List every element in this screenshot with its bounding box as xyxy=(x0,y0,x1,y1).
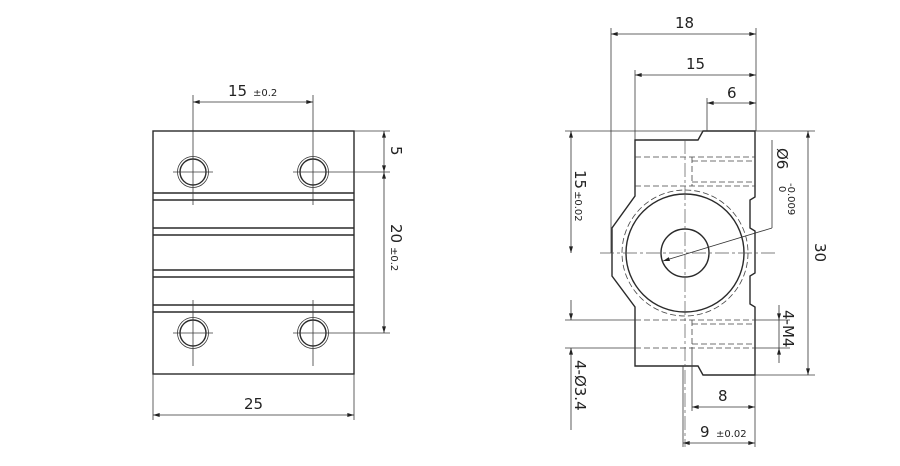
mounting-holes xyxy=(173,95,390,366)
hole xyxy=(293,300,390,366)
dim-label: 15 xyxy=(686,55,705,73)
side-view: 18 15 6 15 ±0.02 30 Ø6 0 -0.009 xyxy=(565,14,829,447)
dim-overall-height: 30 xyxy=(806,131,829,375)
dim-overall-width: 18 xyxy=(611,14,756,36)
dim-label: 5 xyxy=(387,146,405,156)
hidden-lines xyxy=(635,156,755,349)
dim-label: 4-M4 xyxy=(779,310,797,347)
hole xyxy=(173,95,213,205)
dim-body-width: 15 xyxy=(635,55,756,77)
dim-hole-offset: 9 ±0.02 xyxy=(683,423,755,445)
dim-hole-pitch-vertical: 20 ±0.2 xyxy=(382,172,405,333)
dim-label: 25 xyxy=(244,395,263,413)
dim-center-height: 15 ±0.02 xyxy=(569,131,589,253)
dim-label: 9 xyxy=(700,423,710,441)
hole xyxy=(173,300,213,366)
dim-tolerance-lower: -0.009 xyxy=(785,183,796,215)
dim-label: 18 xyxy=(675,14,694,32)
dim-label: 15 xyxy=(571,170,589,189)
dim-edge-to-hole: 5 xyxy=(382,131,405,172)
dim-label: 20 xyxy=(387,224,405,243)
dim-tolerance-upper: 0 xyxy=(776,186,787,192)
front-view: 15 ±0.2 5 20 ±0.2 25 xyxy=(152,82,405,420)
dim-width: 25 xyxy=(152,374,355,420)
grooves xyxy=(153,192,354,313)
dim-bore: Ø6 0 -0.009 xyxy=(662,140,796,262)
dim-label: Ø6 xyxy=(773,148,791,169)
dim-tolerance: ±0.2 xyxy=(253,88,277,99)
dim-label: 8 xyxy=(718,387,728,405)
hole xyxy=(293,95,390,205)
dim-label: 4-Ø3.4 xyxy=(571,360,589,411)
dim-bottom-offset: 8 xyxy=(692,387,755,409)
dim-tolerance: ±0.02 xyxy=(572,191,583,222)
dim-thread: 4-M4 xyxy=(777,305,797,363)
dim-tolerance: ±0.2 xyxy=(388,247,399,271)
block-outline xyxy=(152,130,355,375)
dim-tolerance: ±0.02 xyxy=(716,429,747,440)
dim-through-hole: 4-Ø3.4 xyxy=(569,300,589,430)
dim-hole-spacing: 15 ±0.2 xyxy=(193,82,313,104)
dim-label: 6 xyxy=(727,84,737,102)
dim-label: 15 xyxy=(228,82,247,100)
dim-label: 30 xyxy=(811,243,829,262)
dim-top-step: 6 xyxy=(707,84,756,105)
